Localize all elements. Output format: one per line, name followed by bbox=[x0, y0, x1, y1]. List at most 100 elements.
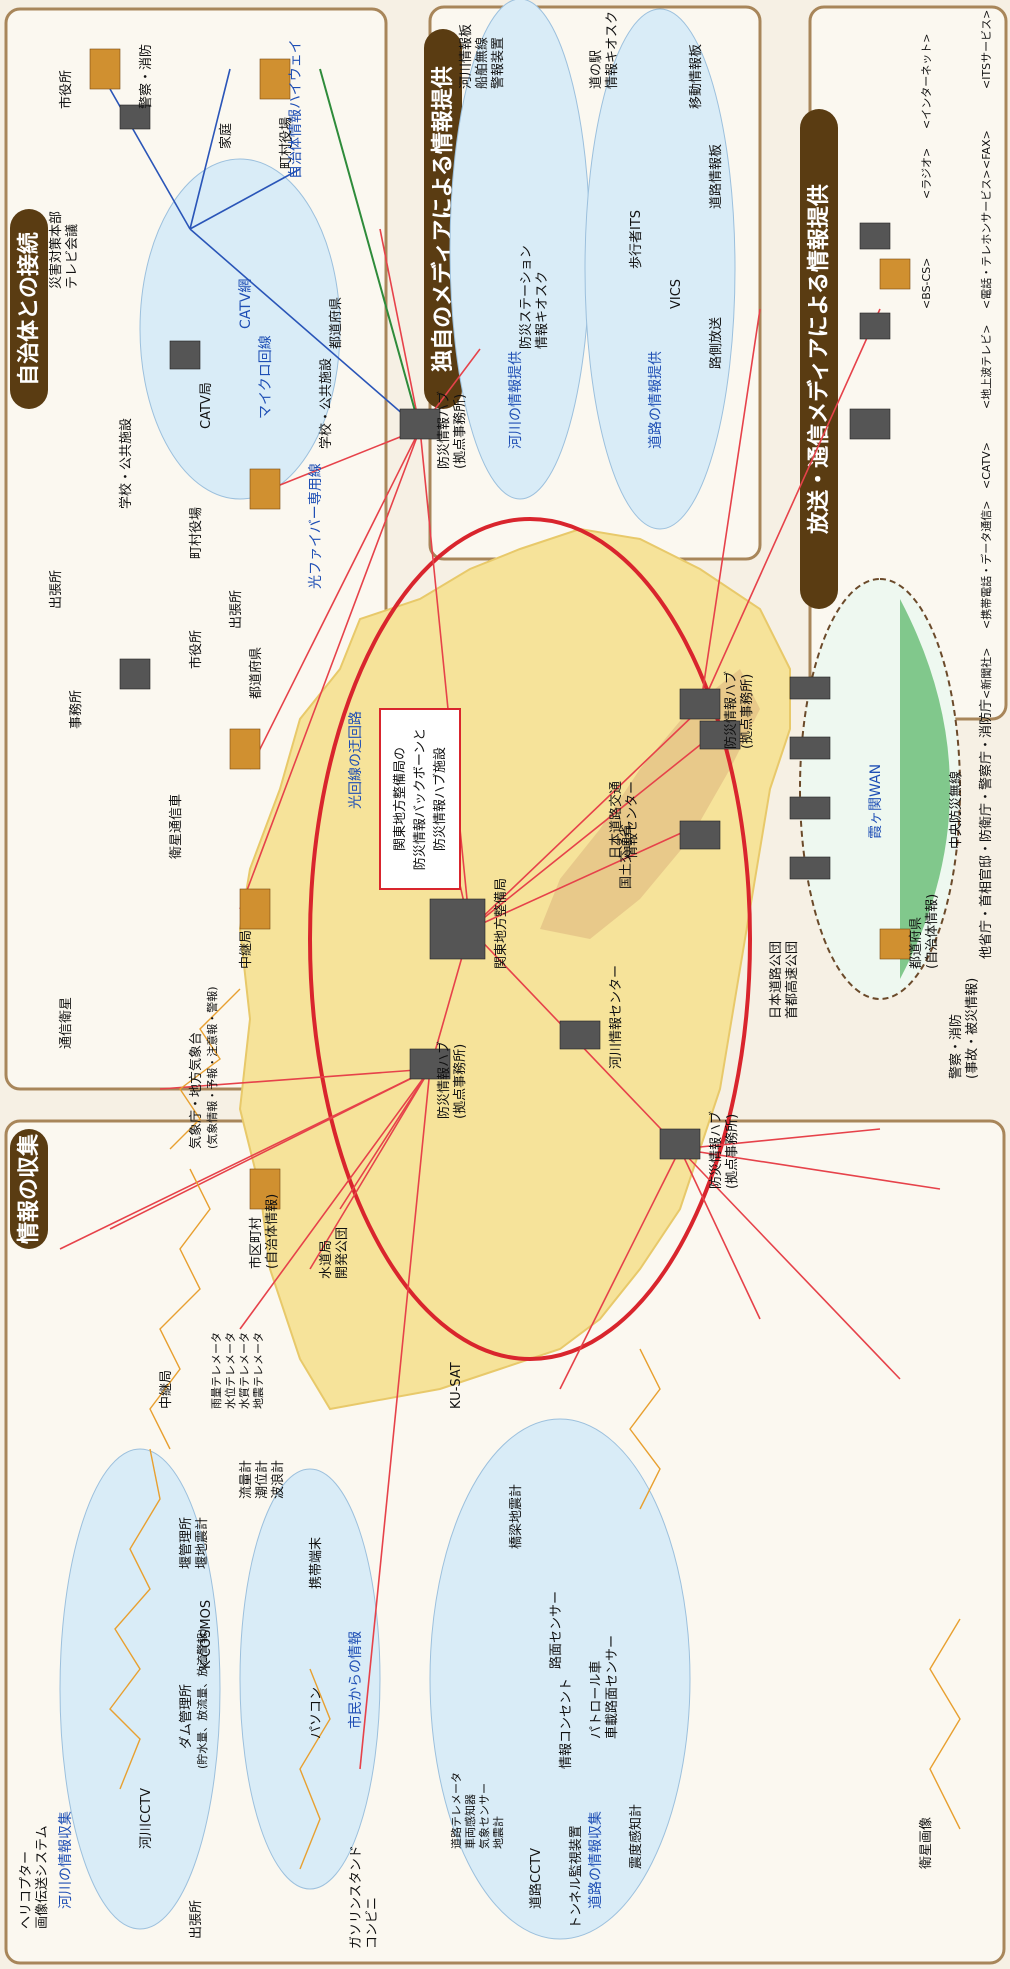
hub-sub: (拠点事務所) bbox=[725, 1114, 740, 1189]
city-office-label-2: 市役所 bbox=[188, 630, 204, 669]
gas-station-2: コンビニ bbox=[365, 1897, 380, 1949]
road-sensor-4: 地震計 bbox=[491, 1816, 505, 1849]
river-cctv-label: 河川CCTV bbox=[139, 1788, 154, 1849]
broadcast-tv: <地上波テレビ> bbox=[980, 325, 993, 409]
patrol-label: パトロール車 bbox=[589, 1661, 604, 1739]
vics-label: VICS bbox=[669, 279, 684, 309]
satellite-truck-label: 衛星通信車 bbox=[169, 794, 184, 859]
dam-office-1: ダム管理所 bbox=[179, 1684, 194, 1749]
sluice-2: 堰地震計 bbox=[194, 1517, 210, 1569]
broadcast-phone: <電話・テレホンサービス> bbox=[979, 170, 993, 309]
optical-bypass-label: 光回線の迂回路 bbox=[348, 711, 364, 809]
telemeter-1: 雨量テレメータ bbox=[210, 1332, 223, 1409]
telemeter-2: 水位テレメータ bbox=[223, 1332, 237, 1409]
hub-sub: (拠点事務所) bbox=[740, 674, 755, 749]
highway-2: 首都高速公団 bbox=[784, 941, 800, 1019]
city-office-label: 市役所 bbox=[58, 70, 74, 109]
kiosk-1: 防災ステーション bbox=[518, 245, 534, 349]
catv-station-label: CATV局 bbox=[199, 382, 214, 429]
section-title: 放送・通信メディアによる情報提供 bbox=[806, 184, 832, 535]
town-office-label-2: 町村役場 bbox=[189, 507, 204, 559]
pc-label: パソコン bbox=[309, 1687, 324, 1739]
kusat-label: KU-SAT bbox=[449, 1362, 464, 1409]
broadcast-bscs: <BS-CS> bbox=[920, 258, 933, 309]
agencies-label: 他省庁・首相官邸・防衛庁・警察庁・消防庁 bbox=[978, 699, 994, 959]
kiosk-2: 情報キオスク bbox=[535, 271, 550, 349]
header-municipal: 自治体との接続 bbox=[10, 209, 48, 409]
road-center-2: 情報センター bbox=[625, 781, 640, 859]
info-outlet-label: 情報コンセント bbox=[559, 1678, 574, 1769]
road-center-1: 日本道路交通 bbox=[608, 781, 624, 859]
meteo-1: 気象庁・地方気象台 bbox=[188, 1032, 204, 1149]
school-label: 学校・公共施設 bbox=[318, 358, 334, 449]
broadcast-newspaper: <新聞社> bbox=[979, 648, 993, 699]
catv-net-label: CATV網 bbox=[238, 279, 254, 329]
backbone-line-3: 防災情報ハブ施設 bbox=[432, 747, 448, 851]
gauge-1: 流量計 bbox=[238, 1460, 254, 1499]
city-town-1: 市区町村 bbox=[248, 1217, 264, 1269]
road-cctv-label: 道路CCTV bbox=[528, 1848, 544, 1909]
home-label: 家庭 bbox=[218, 123, 234, 149]
road-collection-label: 道路の情報収集 bbox=[587, 1811, 604, 1909]
vms-label: 移動情報板 bbox=[689, 44, 704, 109]
police-fire-info-1: 警察・消防 bbox=[948, 1014, 964, 1079]
prefecture-label-2: 都道府県 bbox=[249, 647, 264, 699]
backbone-line-2: 防災情報バックボーンと bbox=[412, 728, 428, 870]
road-station-1: 道の駅 bbox=[589, 50, 604, 89]
hub-label: 防災情報ハブ bbox=[436, 391, 452, 469]
central-radio-label: 中央防災無線 bbox=[948, 771, 964, 849]
river-item-2: 船舶無線 bbox=[474, 37, 490, 89]
broadcast-internet: <インターネット> bbox=[920, 34, 933, 129]
orbit-image-label: 衛星画像 bbox=[919, 1817, 934, 1869]
water-dept-2: 開発公団 bbox=[335, 1227, 350, 1279]
office-label: 事務所 bbox=[69, 690, 84, 729]
river-center-label: 河川情報センター bbox=[609, 965, 624, 1069]
relay-station2-label: 中継局 bbox=[239, 930, 254, 969]
citizen-info-label: 市民からの情報 bbox=[347, 1631, 364, 1729]
broadcast-mobile: <携帯電話・データ通信> bbox=[979, 501, 993, 629]
school-label-2: 学校・公共施設 bbox=[118, 418, 134, 509]
tunnel-label: トンネル監視装置 bbox=[568, 1825, 584, 1929]
city-town-2: (自治体情報) bbox=[265, 1194, 280, 1269]
broadcast-catv: <CATV> bbox=[980, 442, 993, 489]
gas-station-1: ガソリンスタンド bbox=[349, 1845, 364, 1949]
backbone-line-1: 関東地方整備局の bbox=[392, 747, 408, 851]
road-provision-label: 道路の情報提供 bbox=[648, 351, 664, 449]
disaster-hq-2: テレビ会議 bbox=[65, 224, 80, 289]
hub-label: 防災情報ハブ bbox=[723, 671, 739, 749]
mobile-label: 携帯端末 bbox=[308, 1537, 324, 1589]
hub-sub: (拠点事務所) bbox=[453, 394, 468, 469]
road-sensor-1: 道路テレメータ bbox=[449, 1772, 463, 1849]
river-item-1: 河川情報板 bbox=[459, 24, 474, 89]
broadcast-its: <ITSサービス> bbox=[980, 10, 993, 89]
branch-label: 出張所 bbox=[229, 590, 244, 629]
micro-line-label: マイクロ回線 bbox=[258, 335, 274, 419]
onboard-sensor-label: 車載路面センサー bbox=[604, 1635, 620, 1739]
relay-station-label: 中継局 bbox=[159, 1370, 174, 1409]
its-label: 歩行者ITS bbox=[629, 210, 644, 269]
road-board-label: 道路情報板 bbox=[708, 144, 724, 209]
hub-label: 防災情報ハブ bbox=[708, 1111, 724, 1189]
gauge-3: 波浪計 bbox=[270, 1460, 286, 1499]
header-info-collection: 情報の収集 bbox=[10, 1129, 48, 1249]
prefecture-info-2: (自治体情報) bbox=[925, 894, 940, 969]
comm-satellite-label: 通信衛星 bbox=[59, 997, 74, 1049]
disaster-hq-1: 災害対策本部 bbox=[48, 211, 64, 289]
river-provision-label: 河川の情報提供 bbox=[508, 351, 524, 449]
telemeter-4: 地震テレメータ bbox=[252, 1332, 265, 1409]
highway-1: 日本道路公団 bbox=[768, 941, 784, 1019]
sluice-1: 堰管理所 bbox=[179, 1517, 194, 1569]
dam-office-2: (貯水量、放流量、放流警報) bbox=[195, 1628, 209, 1769]
header-broadcast: 放送・通信メディアによる情報提供 bbox=[800, 109, 838, 609]
gauge-2: 潮位計 bbox=[254, 1460, 270, 1499]
hub-sub: (拠点事務所) bbox=[453, 1044, 468, 1119]
branch-label-2: 出張所 bbox=[49, 570, 64, 609]
helicopter-2: 画像伝送システム bbox=[35, 1825, 50, 1929]
road-sensor-2: 車両感知器 bbox=[463, 1794, 477, 1849]
prefecture-info-1: 都道府県 bbox=[909, 917, 924, 969]
police-fire-info-2: (事故・被災情報) bbox=[965, 978, 980, 1079]
fiber-line-label: 光ファイバー専用線 bbox=[308, 463, 324, 589]
road-station-2: 情報キオスク bbox=[605, 11, 620, 89]
